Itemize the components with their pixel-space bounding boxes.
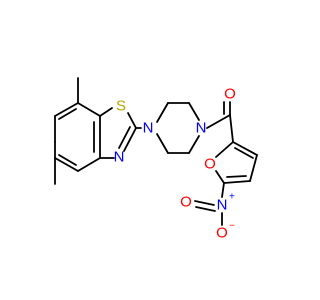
thiazole-bond-s-c2 <box>127 112 137 129</box>
furan-oxygen-label: O <box>204 156 216 173</box>
piperazine-bond-4 <box>188 135 200 154</box>
benzene-bond-1 <box>54 102 79 117</box>
benzene-bond-1-inner <box>58 108 77 120</box>
nitro-oxygen-bottom-charge: − <box>229 221 235 232</box>
nitro-nitrogen-label: N <box>217 197 228 214</box>
piperazine-nitrogen-right-label: N <box>196 120 207 137</box>
piperazine-bond-3 <box>188 102 200 121</box>
benzene-bond-5 <box>77 157 101 172</box>
nitro-bond-c-n <box>221 182 225 198</box>
nitro-bond-n-o-left <box>194 200 215 206</box>
piperazine-bond-6 <box>156 133 169 154</box>
furan-bond-3 <box>223 180 251 184</box>
benzene-bond-4-inner <box>58 154 77 166</box>
atom-labels: S N N N O O N + O − O <box>114 86 236 242</box>
furan-bond-1 <box>232 141 258 156</box>
nitro-oxygen-left-label: O <box>180 194 192 211</box>
benzene-bond-4 <box>54 157 79 172</box>
bond-lines <box>54 77 258 226</box>
thiazole-nitrogen-label: N <box>114 149 125 166</box>
furan-bond-2 <box>249 154 258 182</box>
nitro-oxygen-bottom-label: O <box>216 225 228 242</box>
thiazole-bond-n-c2-inner <box>118 126 131 149</box>
piperazine-nitrogen-left-label: N <box>143 120 154 137</box>
nitro-bond-n-o-left-inner <box>195 206 216 212</box>
furan-bond-4 <box>215 170 225 184</box>
piperazine-bond-1 <box>156 102 169 123</box>
furan-bond-1-inner <box>234 147 254 159</box>
furan-bond-3-inner <box>226 175 247 178</box>
thiazole-bond-c-s <box>99 107 113 117</box>
nitro-nitrogen-charge: + <box>229 192 235 203</box>
sulfur-atom-label: S <box>116 98 126 115</box>
amide-bond-c-furan <box>229 114 234 143</box>
furan-bond-5 <box>215 141 234 158</box>
amide-bond-n-c <box>206 114 231 129</box>
chemical-structure-diagram: S N N N O O N + O − O <box>54 77 258 242</box>
thiazole-bond-n-c2 <box>123 127 137 152</box>
carbonyl-oxygen-label: O <box>224 86 236 103</box>
benzene-bond-7 <box>77 102 101 117</box>
